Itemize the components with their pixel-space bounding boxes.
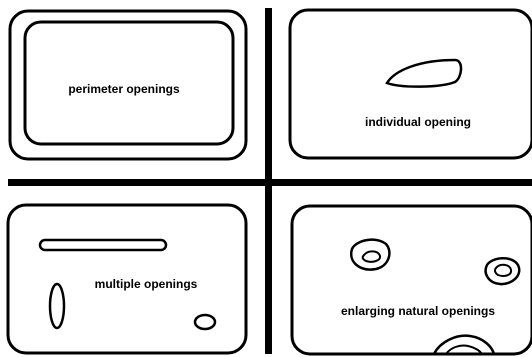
natural-opening-2 (484, 257, 521, 286)
natural-opening-3 (432, 334, 496, 355)
panel-individual-opening: individual opening (288, 8, 532, 160)
panel-outer-frame (8, 9, 248, 161)
opening-slot-horizontal (38, 238, 168, 252)
panel-multiple-openings: multiple openings (6, 203, 248, 355)
panel-label: multiple openings (95, 277, 198, 291)
panel-label: enlarging natural openings (341, 304, 495, 318)
opening-small-oval (193, 313, 217, 331)
panel-perimeter-openings: perimeter openings (8, 9, 248, 161)
panel-label: individual opening (365, 115, 471, 129)
panel-frame (6, 203, 248, 355)
panel-frame (290, 204, 532, 356)
horizontal-divider (8, 179, 532, 186)
individual-opening-shape (385, 58, 463, 88)
perimeter-opening-shape (23, 20, 235, 146)
panel-enlarging-natural-openings: enlarging natural openings (290, 204, 532, 356)
panel-frame (288, 8, 532, 160)
panel-label: perimeter openings (68, 82, 180, 96)
opening-slot-vertical (48, 282, 66, 330)
natural-opening-1 (349, 238, 391, 271)
